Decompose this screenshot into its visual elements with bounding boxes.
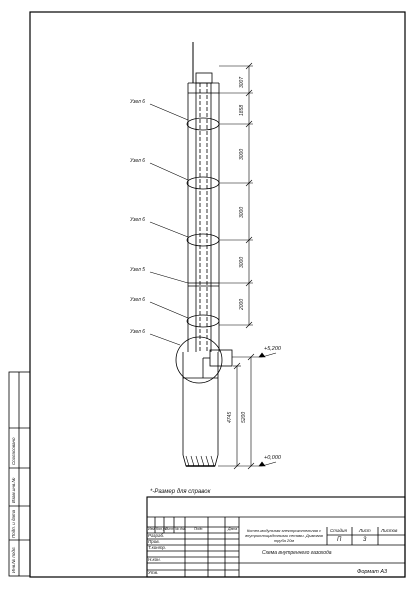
stamp-col-change: Изм.	[148, 527, 156, 531]
sheet-format: Формат А3	[357, 569, 388, 575]
stamp-col-doc: № док.	[175, 527, 187, 531]
base-hatch	[185, 455, 215, 467]
level-bottom: +0,000	[264, 455, 281, 461]
stamp-col-date: Дата	[228, 527, 238, 531]
reference-note: *-Размер для справок	[150, 489, 211, 495]
node-label: Узел 6	[130, 329, 146, 335]
dimension-chain	[219, 62, 253, 329]
stamp-sheets-header: Листов	[381, 528, 398, 533]
side-stamp-field: Согласовано	[11, 437, 16, 465]
node-label: Узел 5	[130, 267, 146, 273]
dimension-label: 2000	[239, 298, 245, 310]
stamp-role: Утв.	[148, 570, 159, 575]
stamp-col-qty: Кол.уч.	[156, 527, 168, 531]
stamp-role: Пров.	[148, 539, 160, 544]
side-stamp-field: Взам.инв.№	[11, 477, 16, 503]
node-leaders	[149, 103, 189, 346]
dimension-label: 4745	[227, 411, 233, 423]
stamp-col-sheet: Лист	[165, 527, 175, 531]
stamp-sheet: 3	[363, 537, 367, 543]
dimension-label: 5200	[241, 411, 247, 423]
side-stamp	[8, 371, 31, 577]
chimney-elevation	[175, 42, 233, 467]
stamp-col-sign: Подп.	[194, 527, 204, 531]
dimension-label: 3007	[239, 76, 245, 88]
lower-dimensions	[218, 352, 277, 470]
side-stamp-field: Подп. и дата	[11, 509, 16, 538]
stamp-stage-header: Стадия	[330, 528, 347, 533]
node-label: Узел 6	[130, 297, 146, 303]
title-block	[146, 496, 406, 578]
node-label: Узел 6	[130, 99, 146, 105]
stamp-role: Н.кон.	[148, 557, 161, 562]
level-top: +5,200	[264, 346, 281, 352]
dimension-label: 3000	[239, 206, 245, 218]
dimension-label: 1858	[239, 104, 245, 116]
side-stamp-field: Инв.№ подл.	[11, 546, 16, 573]
node-label: Узел 6	[130, 158, 146, 164]
dimension-label: 3000	[239, 148, 245, 160]
dimension-label: 3000	[239, 256, 245, 268]
stamp-sheet-header: Лист	[359, 528, 371, 533]
stamp-stage: П	[337, 537, 342, 543]
stamp-role: Разраб.	[148, 533, 165, 538]
project-title: Котел-модульная электрокотельная с внутр…	[245, 528, 323, 544]
stamp-role: Т.контр.	[148, 545, 167, 550]
node-label: Узел 6	[130, 217, 146, 223]
sheet-frame	[29, 11, 406, 578]
drawing-name: Схема внутреннего газохода	[262, 550, 332, 556]
